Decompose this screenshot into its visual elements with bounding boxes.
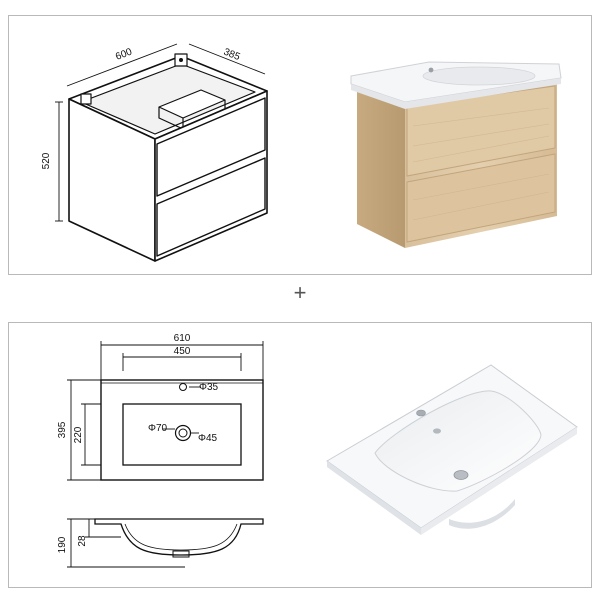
basin-bowl-depth-label: 220	[73, 426, 84, 443]
drain-outer-label: Φ70	[148, 423, 168, 434]
drain-inner-label: Φ45	[198, 433, 218, 444]
cabinet-height-label: 520	[41, 152, 52, 169]
cabinet-figure: 600 385 520	[41, 43, 562, 262]
basin-side-edge	[421, 427, 577, 535]
cabinet-panel: 600 385 520	[8, 15, 592, 275]
cabinet-side-panel	[357, 82, 405, 248]
cabinet-dimension-lines	[55, 43, 266, 222]
basin-dimension-lines	[67, 341, 264, 481]
drain-outer-symbol	[174, 424, 192, 442]
basin-front-edge	[327, 461, 421, 535]
basin-tap-hole-icon	[416, 409, 426, 417]
drain-inner-symbol	[178, 428, 188, 438]
basin-panel: 610 450 395 220 Φ35 Φ70 Φ45 190 28	[8, 322, 592, 588]
basin-bowl-width-label: 450	[174, 346, 191, 357]
basin-depth-label: 395	[57, 421, 68, 438]
cabinet-depth-label: 385	[222, 47, 242, 64]
basin-side-dimension-lines	[67, 518, 185, 568]
basin-bowl	[374, 390, 542, 492]
tap-hole-symbol	[179, 383, 187, 391]
plus-separator: +	[293, 280, 307, 305]
tap-hole-label: Φ35	[199, 382, 219, 393]
basin-rim-label: 28	[77, 535, 88, 547]
basin-side-view	[94, 518, 264, 558]
cabinet-width-label: 600	[114, 46, 134, 62]
drain-icon	[453, 470, 469, 480]
tap-hole-icon	[428, 67, 434, 73]
basin-overall-width-label: 610	[174, 333, 191, 344]
basin-height-label: 190	[57, 536, 68, 553]
cabinet-drawer-bottom	[406, 153, 556, 243]
cabinet-line-drawing	[68, 53, 268, 262]
cabinet-render	[350, 61, 562, 248]
basin-top-view	[100, 379, 264, 481]
overflow-icon	[433, 428, 441, 434]
basin-render	[326, 364, 578, 535]
basin-figure: 610 450 395 220 Φ35 Φ70 Φ45 190 28	[57, 333, 578, 568]
